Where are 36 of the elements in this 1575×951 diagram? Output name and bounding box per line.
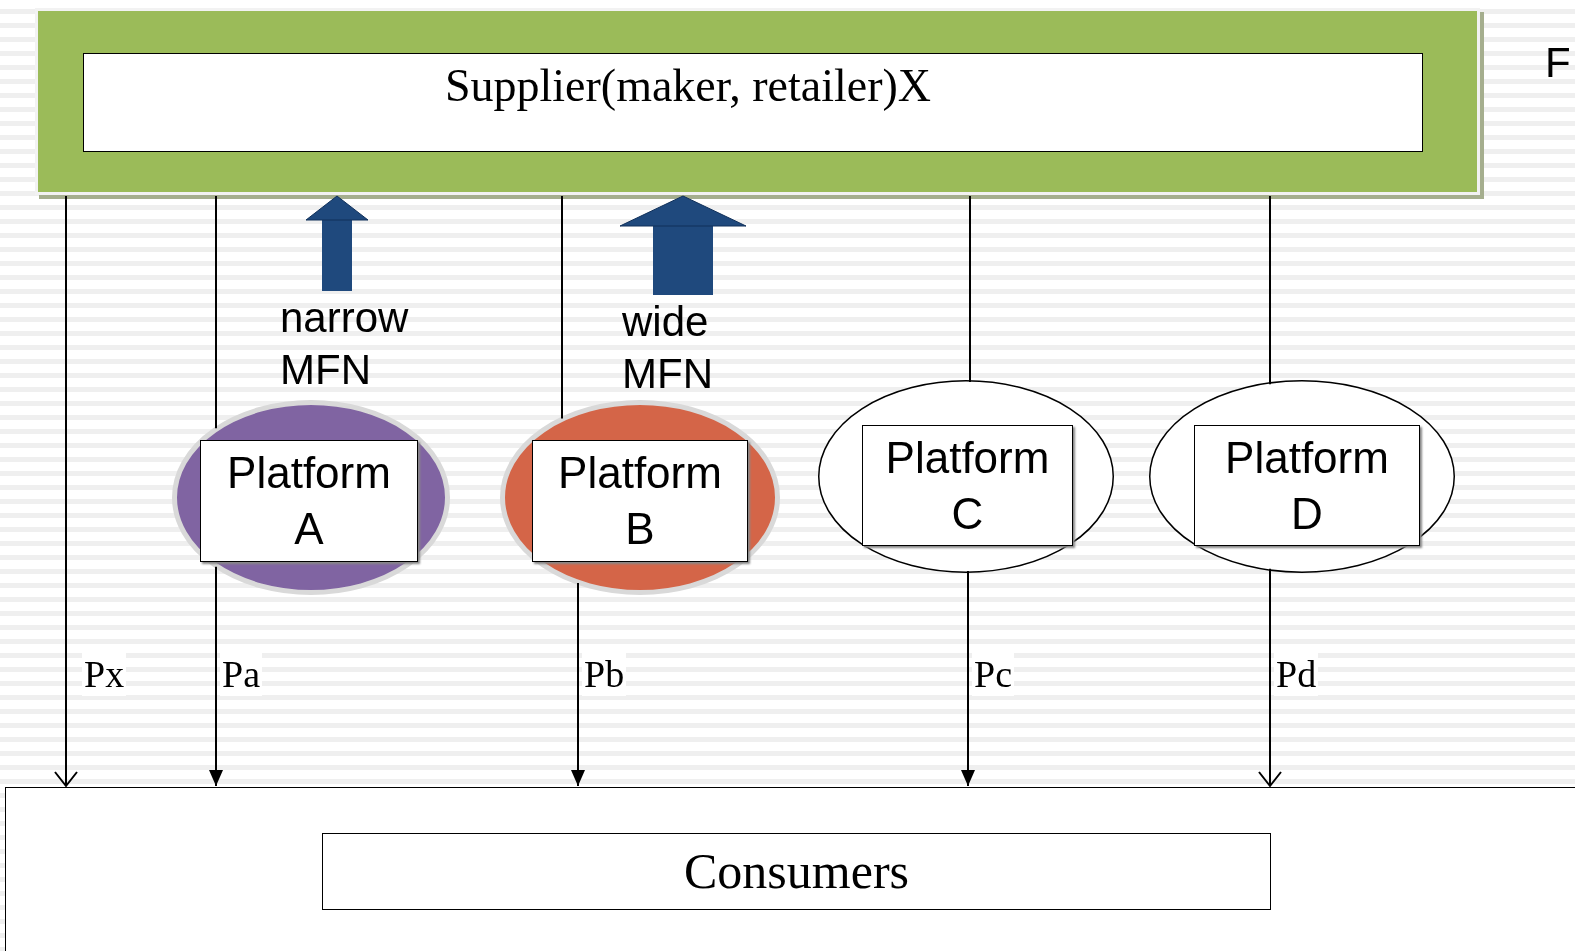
arrow <box>1258 567 1282 787</box>
platform-ellipse <box>818 380 1114 573</box>
cut-off-heading: F <box>1545 38 1572 88</box>
connector-line <box>561 195 563 420</box>
connector-line <box>1269 195 1271 386</box>
edge-label: Pb <box>582 652 627 696</box>
consumer-box <box>322 833 1271 910</box>
edge-label: Px <box>82 652 127 696</box>
mfn-text: wide MFN <box>622 297 714 399</box>
edge-label: Pc <box>972 652 1014 696</box>
platform-label: Platform C <box>884 432 1051 540</box>
platform-box <box>862 425 1073 546</box>
platform-box <box>200 440 418 562</box>
platform-ellipse <box>172 400 450 595</box>
block-arrow <box>619 195 747 295</box>
platform-box <box>532 440 748 562</box>
connector-line <box>969 195 971 384</box>
consumer-label: Consumers <box>683 842 910 901</box>
edge-label: Pd <box>1274 652 1319 696</box>
platform-label: Platform B <box>557 447 723 555</box>
edge-label: Pa <box>220 652 262 696</box>
mfn-text: narrow MFN <box>280 293 410 395</box>
block-arrow <box>305 195 369 291</box>
platform-label: Platform D <box>1224 432 1390 540</box>
consumer-panel <box>5 787 1575 951</box>
platform-ellipse <box>1149 380 1455 573</box>
arrow <box>961 570 975 787</box>
platform-label: Platform A <box>226 447 392 555</box>
platform-ellipse <box>500 400 780 595</box>
arrow <box>209 565 223 787</box>
supplier-box <box>83 53 1423 152</box>
platform-box <box>1194 425 1420 546</box>
arrow <box>571 581 585 787</box>
arrow <box>54 195 78 787</box>
supplier-label: Supplier(maker, retailer)X <box>443 59 933 113</box>
connector-line <box>215 195 217 430</box>
